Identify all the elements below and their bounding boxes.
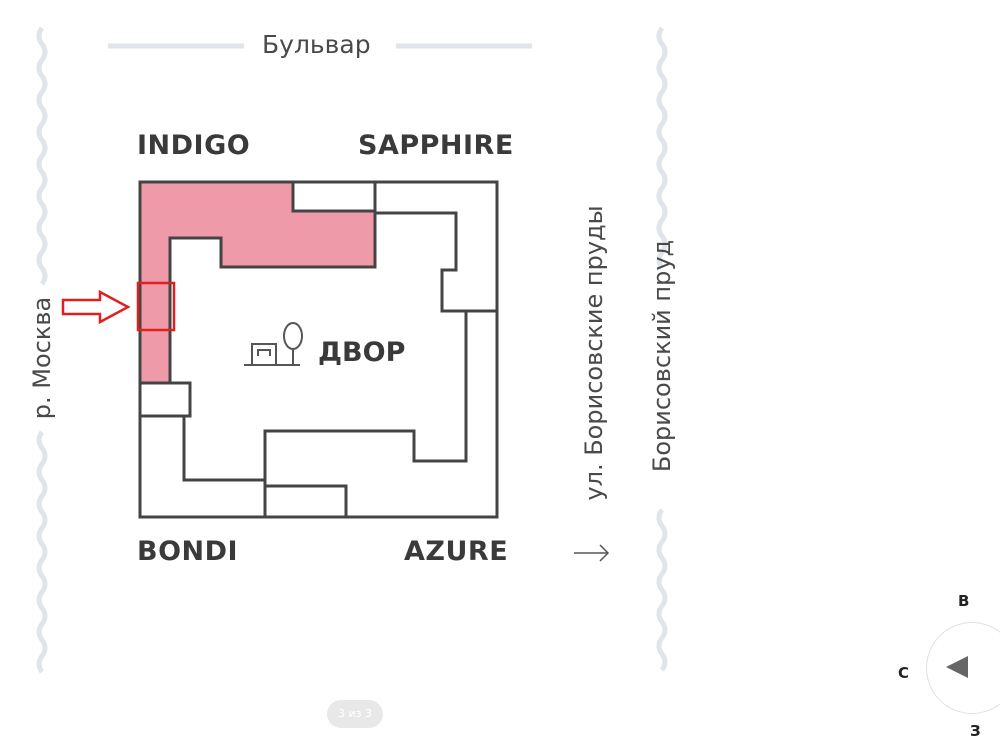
direction-arrow-icon: [574, 544, 610, 562]
selected-section-marker: [136, 281, 176, 332]
slide-pager[interactable]: 3 из 3: [327, 700, 383, 728]
building-bondi-shape[interactable]: [138, 381, 267, 519]
yard-label: ДВОР: [318, 337, 406, 368]
compass-west-label: С: [898, 664, 910, 682]
compass-south-label: З: [970, 722, 981, 740]
river-wave-line: [36, 26, 48, 674]
building-sapphire-shape[interactable]: [373, 180, 499, 313]
pond-label: Борисовский пруд: [648, 239, 676, 473]
pond-wave-line: [656, 26, 668, 672]
building-label-sapphire: SAPPHIRE: [358, 130, 514, 161]
building-label-indigo: INDIGO: [137, 130, 251, 161]
building-label-bondi: BONDI: [137, 536, 239, 567]
yard-building-icon: [244, 343, 300, 366]
pointer-arrow-icon: [61, 289, 131, 325]
boulevard-label: Бульвар: [262, 30, 371, 59]
street-label: ул. Борисовские пруды: [580, 205, 608, 501]
building-label-azure: AZURE: [404, 536, 509, 567]
tree-icon: [283, 322, 303, 365]
compass-arrow-icon: [946, 656, 968, 678]
river-label: р. Москва: [28, 296, 56, 420]
compass-north-label: В: [958, 592, 970, 610]
